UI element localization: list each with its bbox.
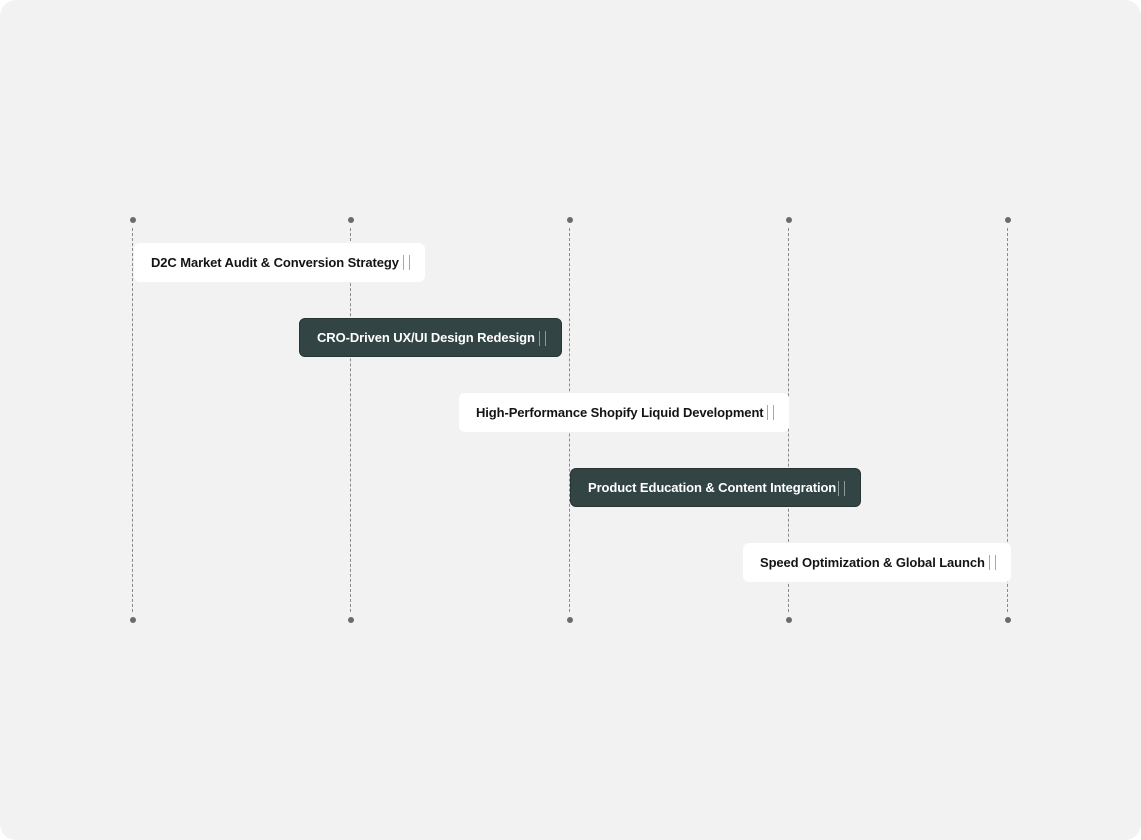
timeline-guide-2 <box>346 217 356 623</box>
guide-end-dot <box>1005 617 1011 623</box>
guide-start-dot <box>567 217 573 223</box>
guide-end-dot <box>567 617 573 623</box>
guide-start-dot <box>786 217 792 223</box>
guide-dashed-line <box>1007 228 1008 612</box>
drag-handle-icon[interactable] <box>767 405 774 420</box>
task-label: High-Performance Shopify Liquid Developm… <box>476 405 764 420</box>
task-label: CRO-Driven UX/UI Design Redesign <box>317 330 535 345</box>
guide-start-dot <box>130 217 136 223</box>
task-bar-market-audit[interactable]: D2C Market Audit & Conversion Strategy <box>134 243 425 282</box>
drag-handle-icon[interactable] <box>539 331 546 346</box>
guide-start-dot <box>348 217 354 223</box>
drag-handle-icon[interactable] <box>989 555 996 570</box>
drag-handle-icon[interactable] <box>403 255 410 270</box>
guide-end-dot <box>348 617 354 623</box>
timeline-guide-5 <box>1003 217 1013 623</box>
guide-end-dot <box>130 617 136 623</box>
timeline-guide-1 <box>128 217 138 623</box>
task-label: D2C Market Audit & Conversion Strategy <box>151 255 399 270</box>
guide-start-dot <box>1005 217 1011 223</box>
task-label: Speed Optimization & Global Launch <box>760 555 985 570</box>
drag-handle-icon[interactable] <box>838 481 845 496</box>
task-bar-shopify-development[interactable]: High-Performance Shopify Liquid Developm… <box>459 393 789 432</box>
guide-dashed-line <box>350 228 351 612</box>
guide-end-dot <box>786 617 792 623</box>
guide-dashed-line <box>132 228 133 612</box>
task-bar-content-integration[interactable]: Product Education & Content Integration <box>570 468 861 507</box>
task-label: Product Education & Content Integration <box>588 480 837 495</box>
task-bar-ux-ui-redesign[interactable]: CRO-Driven UX/UI Design Redesign <box>299 318 562 357</box>
task-bar-global-launch[interactable]: Speed Optimization & Global Launch <box>743 543 1011 582</box>
